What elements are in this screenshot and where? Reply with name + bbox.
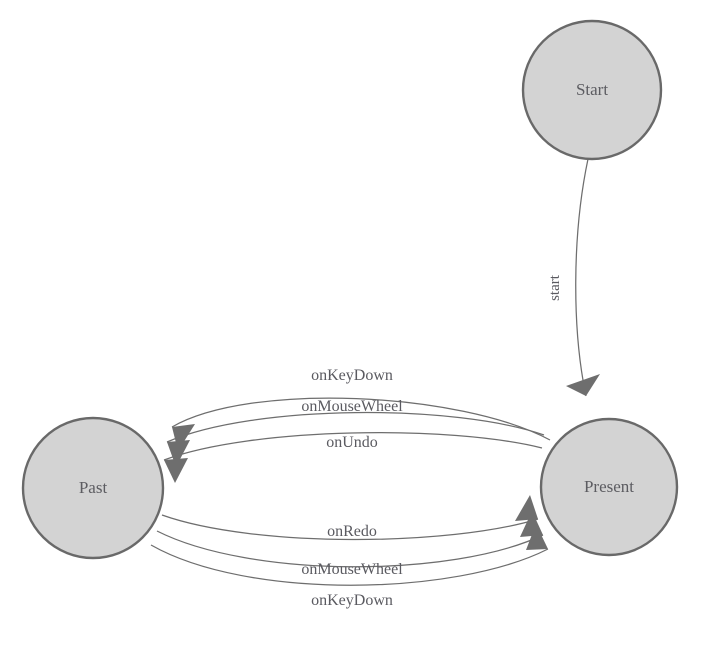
- edge-line-present-past-3: [163, 432, 543, 461]
- edge-label-present-past-2: onMouseWheel: [301, 398, 403, 415]
- edge-label-past-present-2: onMouseWheel: [301, 561, 403, 578]
- state-node-present[interactable]: Present: [539, 417, 679, 557]
- state-circle-past: [21, 416, 165, 560]
- edge-line-past-present-2: [156, 530, 544, 568]
- edge-present-past-3[interactable]: [163, 432, 543, 483]
- edge-label-past-present-1: onRedo: [327, 523, 377, 540]
- edge-start-present[interactable]: [566, 158, 600, 397]
- state-node-start[interactable]: Start: [521, 19, 663, 161]
- arrowhead-icon-start-present: [566, 374, 600, 396]
- edge-line-start-present: [575, 158, 589, 397]
- edges-layer: [150, 158, 600, 586]
- state-node-past[interactable]: Past: [21, 416, 165, 560]
- edge-label-present-past-1: onKeyDown: [311, 367, 393, 384]
- edge-line-past-present-1: [161, 514, 539, 541]
- arrowhead-icon-present-past-3: [164, 458, 188, 483]
- arrowhead-icon-past-present-3: [526, 524, 548, 550]
- arrowhead-icon-present-past-2: [167, 440, 190, 467]
- state-label-start: Start: [576, 80, 608, 99]
- edge-line-present-past-2: [166, 411, 545, 443]
- state-circle-start: [521, 19, 663, 161]
- edge-present-past-2[interactable]: [166, 411, 545, 467]
- state-label-past: Past: [79, 478, 108, 497]
- state-label-present: Present: [584, 477, 634, 496]
- edge-line-present-past-1: [171, 397, 551, 441]
- edge-past-present-3[interactable]: [150, 524, 549, 586]
- edge-label-past-present-3: onKeyDown: [311, 592, 393, 609]
- edge-labels-layer: start onKeyDown onMouseWheel onUndo onRedo on…: [301, 274, 563, 609]
- edge-line-past-present-3: [150, 544, 549, 586]
- edge-label-start-present: start: [547, 274, 563, 301]
- state-circle-present: [539, 417, 679, 557]
- edge-label-present-past-3: onUndo: [326, 434, 378, 451]
